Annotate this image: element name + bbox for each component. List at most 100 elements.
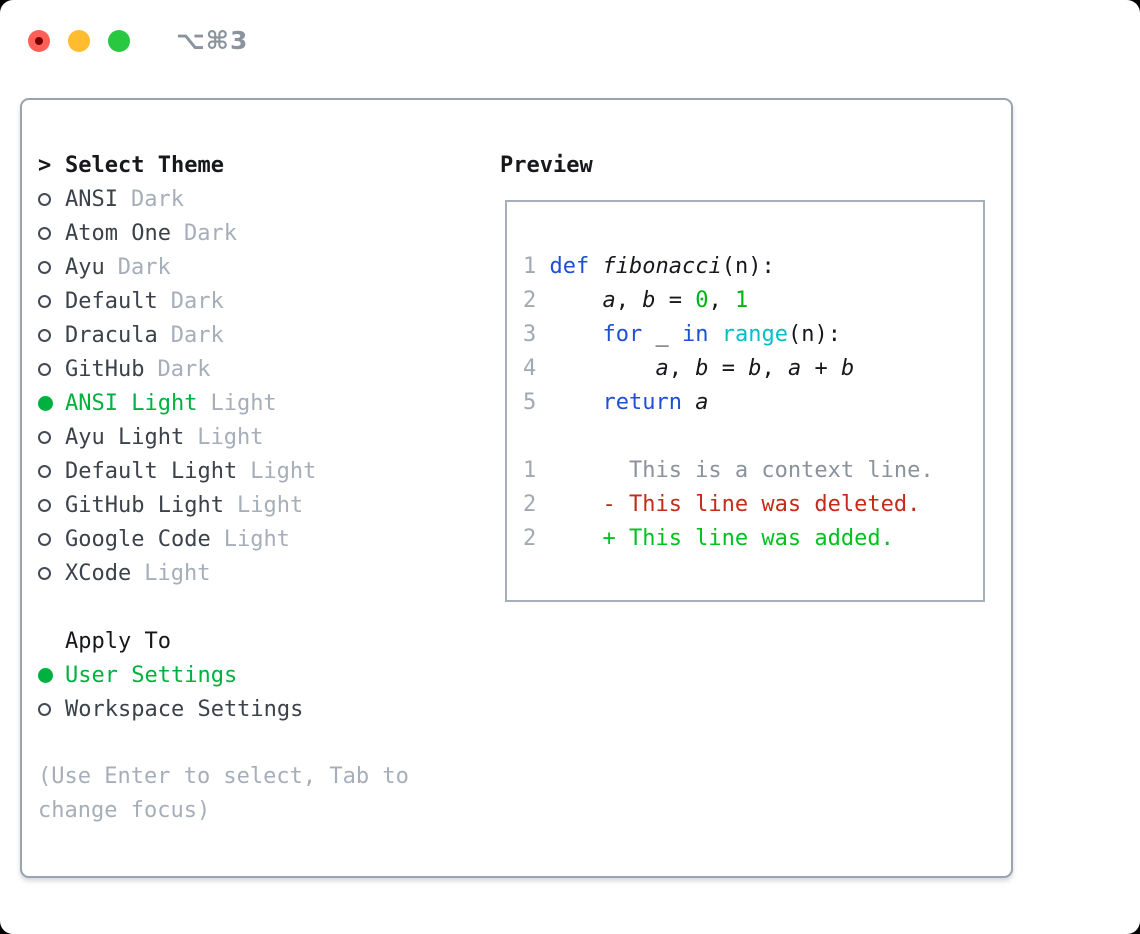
theme-name: Default Light (65, 458, 238, 484)
code-token: a (655, 356, 669, 381)
theme-name: GitHub Light (65, 492, 224, 518)
radio-icon (38, 498, 51, 512)
code-line: 2 - This line was deleted. (523, 488, 983, 522)
code-token: = (655, 288, 696, 313)
code-token: 1 (734, 288, 749, 313)
theme-name: Ayu Light (65, 424, 185, 450)
apply-to-heading-row: Apply To (38, 624, 453, 658)
code-token: a (602, 288, 616, 313)
code-line: 3 for _ in range(n): (523, 318, 983, 352)
radio-icon (38, 328, 51, 342)
code-line: 4 a, b = b, a + b (523, 352, 983, 386)
theme-variant-tag: Dark (170, 322, 224, 348)
theme-variant-tag: Dark (117, 254, 171, 280)
code-token: in (681, 322, 709, 347)
theme-name: Default (65, 288, 158, 314)
theme-name: ANSI (65, 186, 118, 212)
radio-icon (38, 430, 51, 444)
zoom-button[interactable] (108, 29, 130, 52)
radio-selected-icon (38, 667, 53, 683)
radio-icon (38, 532, 51, 546)
focus-cursor-icon: > (38, 152, 52, 178)
code-token (549, 390, 602, 415)
theme-option-atom-one[interactable]: Atom One Dark (38, 216, 453, 250)
theme-variant-tag: Dark (130, 186, 184, 212)
theme-name: Google Code (65, 526, 211, 552)
code-token (589, 254, 602, 279)
code-line: 1 This is a context line. (523, 454, 983, 488)
close-dot-icon (35, 36, 43, 45)
theme-name: Atom One (65, 220, 171, 246)
theme-option-ansi[interactable]: ANSI Dark (38, 182, 453, 216)
code-token: return (602, 390, 682, 415)
code-token (708, 322, 721, 347)
spacer (38, 726, 453, 760)
minimize-button[interactable] (68, 29, 90, 52)
apply-option-user-settings[interactable]: User Settings (38, 658, 453, 692)
code-token: a (695, 390, 709, 415)
line-number: 2 (523, 526, 537, 551)
line-number: 3 (523, 322, 537, 347)
theme-name: Ayu (65, 254, 105, 280)
radio-selected-icon (38, 395, 53, 411)
theme-option-dracula[interactable]: Dracula Dark (38, 318, 453, 352)
theme-option-github[interactable]: GitHub Dark (38, 352, 453, 386)
code-token: fibonacci (602, 254, 722, 279)
theme-option-google-code[interactable]: Google Code Light (38, 522, 453, 556)
apply-option-workspace-settings[interactable]: Workspace Settings (38, 692, 453, 726)
code-line: 2 + This line was added. (523, 522, 983, 556)
close-button[interactable] (28, 29, 50, 52)
line-number: 1 (523, 254, 537, 279)
radio-icon (38, 702, 51, 716)
code-token (549, 288, 602, 313)
line-number: 5 (523, 390, 537, 415)
code-token: This is a context line. (549, 458, 934, 483)
code-token: = (708, 356, 749, 381)
theme-option-ayu-light[interactable]: Ayu Light Light (38, 420, 453, 454)
code-token (549, 356, 655, 381)
code-line (523, 420, 983, 454)
code-token: b (840, 356, 855, 381)
theme-variant-tag: Dark (183, 220, 237, 246)
line-number: 1 (523, 458, 537, 483)
theme-variant-tag: Dark (157, 356, 211, 382)
code-token: , (708, 288, 735, 313)
code-token: a (787, 356, 802, 381)
code-token: , (668, 356, 696, 381)
code-line: 2 a, b = 0, 1 (523, 284, 983, 318)
window-titlebar: ⌥⌘3 (28, 26, 248, 55)
radio-icon (38, 362, 51, 376)
theme-name: Dracula (65, 322, 158, 348)
radio-icon (38, 192, 51, 206)
code-token: b (748, 356, 762, 381)
code-token: (n): (721, 254, 775, 279)
theme-variant-tag: Light (223, 526, 290, 552)
code-token: , (761, 356, 788, 381)
radio-icon (38, 566, 51, 580)
theme-name: GitHub (65, 356, 145, 382)
theme-variant-tag: Light (250, 458, 317, 484)
code-token: _ (642, 322, 682, 347)
theme-name: XCode (65, 560, 132, 586)
code-token: b (695, 356, 709, 381)
code-token: , (615, 288, 643, 313)
code-token: def (549, 254, 590, 279)
apply-option-label: Workspace Settings (65, 696, 304, 722)
theme-option-ayu[interactable]: Ayu Dark (38, 250, 453, 284)
code-token (549, 322, 602, 347)
theme-variant-tag: Light (197, 424, 264, 450)
apply-option-label: User Settings (65, 662, 238, 688)
theme-option-default-light[interactable]: Default Light Light (38, 454, 453, 488)
theme-name: ANSI Light (65, 390, 198, 416)
line-number: 2 (523, 492, 537, 517)
